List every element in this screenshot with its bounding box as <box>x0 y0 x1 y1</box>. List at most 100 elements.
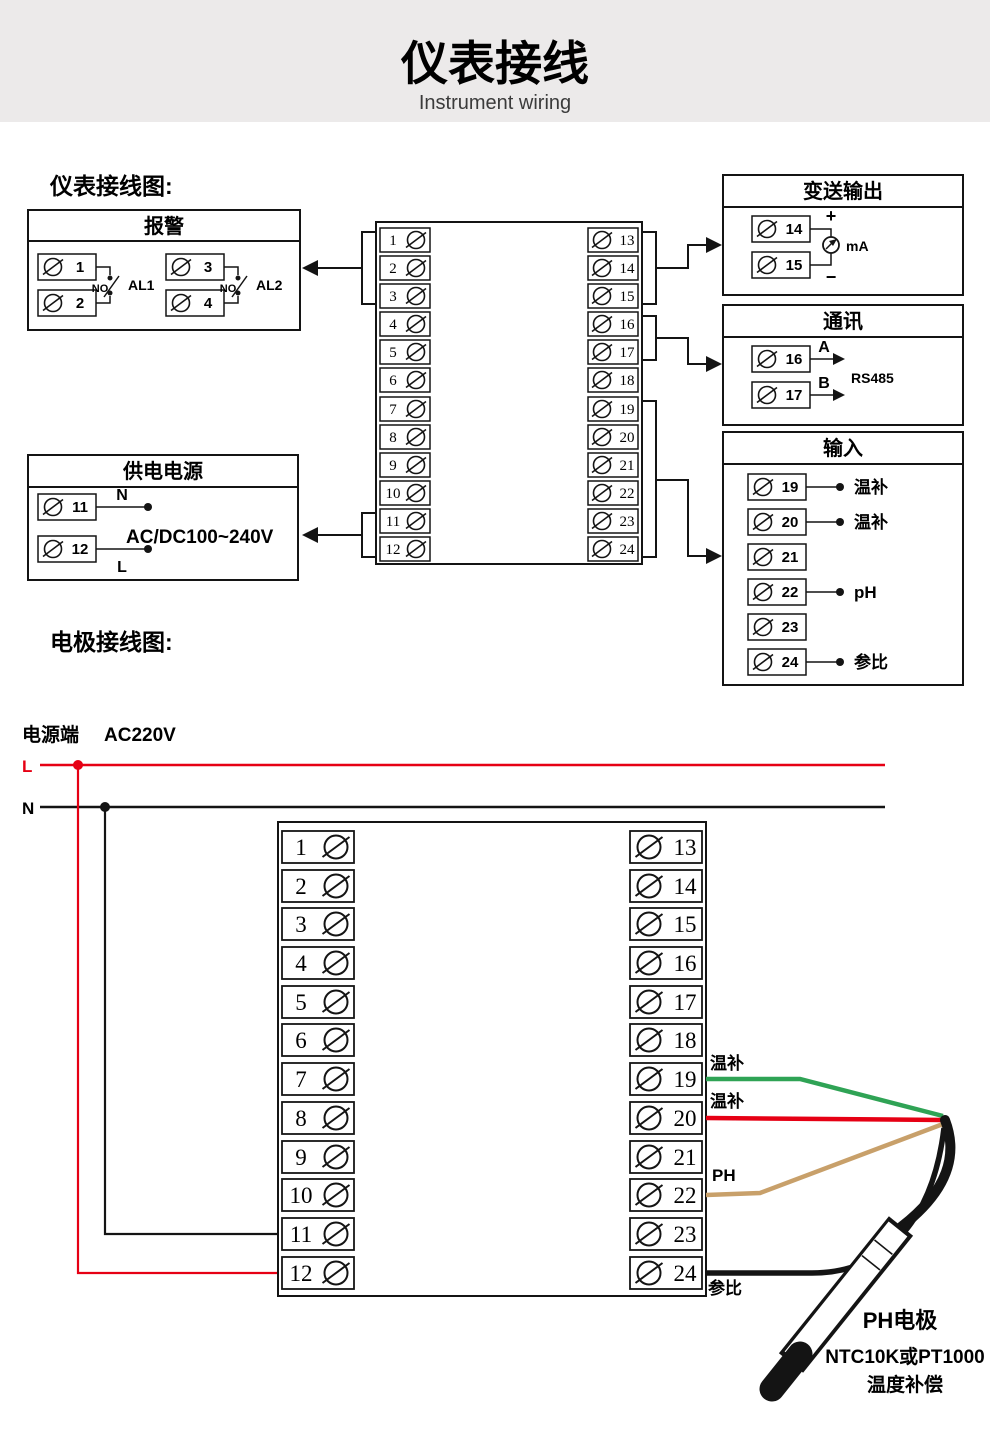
terminal-number: 1 <box>389 233 397 249</box>
wire-ph <box>705 1121 944 1198</box>
screw-icon <box>752 512 774 532</box>
screw-icon <box>591 230 613 250</box>
live-l-label: L <box>22 757 32 776</box>
terminal-number: 1 <box>295 835 307 860</box>
big-terminal-block: 1 2 3 4 5 6 7 8 9 10 11 12 13 14 15 16 1… <box>277 821 707 1297</box>
neutral-label: N <box>116 487 128 504</box>
electrode-body <box>784 1221 908 1367</box>
screw-icon <box>634 1027 664 1053</box>
voltage-label: AC/DC100~240V <box>126 527 274 548</box>
terminal-number: 17 <box>786 387 803 404</box>
input-label: 温补 <box>854 477 888 497</box>
terminal <box>587 339 639 365</box>
bracket-power <box>361 512 376 558</box>
neutral-wire <box>103 807 281 1236</box>
screw-icon <box>591 511 613 531</box>
terminal-number: 23 <box>620 514 635 530</box>
connection-arrows <box>302 231 722 564</box>
bracket-comm <box>642 315 657 361</box>
input-box: 输入 19 温补 20 温补 21 22 pH 23 24 参比 <box>722 431 964 686</box>
center-terminal-block: 1 2 3 4 5 6 7 8 9 10 11 12 13 14 15 16 1… <box>375 221 643 565</box>
live-label: L <box>117 559 127 576</box>
terminal-number: 18 <box>674 1028 697 1053</box>
live-wire <box>76 765 281 1275</box>
arrow-to-comm <box>706 356 722 372</box>
terminal-number: 24 <box>674 1261 698 1286</box>
terminal-number: 14 <box>786 221 803 238</box>
screw-icon <box>752 582 774 602</box>
terminal-number: 16 <box>620 317 636 333</box>
terminal-number: 5 <box>389 345 397 361</box>
screw-icon <box>591 342 613 362</box>
minus-label: − <box>826 267 837 287</box>
no-label: NO <box>92 283 109 295</box>
section-label-instrument: 仪表接线图: <box>49 173 173 199</box>
terminal-number: 8 <box>295 1106 307 1131</box>
terminal-number: 4 <box>204 295 213 312</box>
page-title: 仪表接线 <box>400 37 589 90</box>
arrow-a <box>833 353 845 365</box>
screw-icon <box>591 258 613 278</box>
screw-icon <box>405 539 427 559</box>
screw-icon <box>752 477 774 497</box>
terminal-number: 12 <box>72 541 89 558</box>
screw-icon <box>634 1105 664 1131</box>
terminal-number: 7 <box>295 1067 307 1092</box>
screw-icon <box>591 314 613 334</box>
terminal-number: 13 <box>620 233 635 249</box>
power-box: 供电电源 11 N 12 L AC/DC100~240V <box>27 454 299 581</box>
terminal-number: 17 <box>620 345 636 361</box>
terminal-number: 21 <box>782 549 799 566</box>
screw-icon <box>405 230 427 250</box>
screw-icon <box>405 455 427 475</box>
terminal-number: 10 <box>290 1183 313 1208</box>
power-box-title: 供电电源 <box>122 459 203 483</box>
screw-icon <box>756 385 778 405</box>
terminal-number: 3 <box>389 289 397 305</box>
screw-icon <box>591 399 613 419</box>
arrow-to-transmit <box>706 237 722 253</box>
screw-icon <box>752 547 774 567</box>
electrode-note-2: 温度补偿 <box>867 1373 943 1396</box>
screw-icon <box>634 1260 664 1286</box>
header: 仪表接线 Instrument wiring <box>0 0 990 122</box>
electrode-note-1: NTC10K或PT1000 <box>825 1345 984 1368</box>
wire-reference <box>706 1127 947 1276</box>
terminal-number: 16 <box>786 351 803 368</box>
terminal <box>587 508 639 534</box>
electrode-cable <box>896 1115 956 1232</box>
screw-icon <box>756 349 778 369</box>
screw-icon <box>170 293 192 313</box>
screw-icon <box>591 539 613 559</box>
screw-icon <box>42 293 64 313</box>
terminal-number: 4 <box>389 317 397 333</box>
terminal-number: 22 <box>674 1183 697 1208</box>
screw-icon <box>321 1027 351 1053</box>
terminal-number: 9 <box>389 458 397 474</box>
screw-icon <box>321 1260 351 1286</box>
terminal-number: 2 <box>76 295 84 312</box>
terminal-number: 20 <box>620 430 635 446</box>
screw-icon <box>405 314 427 334</box>
line-b-label: B <box>818 375 830 392</box>
terminal-number: 24 <box>620 542 636 558</box>
screw-icon <box>756 219 778 239</box>
terminal-number: 14 <box>674 874 698 899</box>
screw-icon <box>405 370 427 390</box>
alarm-box: 报警 1 2 NO AL1 3 4 NO AL2 <box>27 209 301 331</box>
wire-label-reference: 参比 <box>708 1278 742 1298</box>
screw-icon <box>321 873 351 899</box>
terminal-number: 4 <box>295 951 307 976</box>
bracket-transmit <box>642 231 657 305</box>
screw-icon <box>321 911 351 937</box>
page-subtitle: Instrument wiring <box>419 92 571 114</box>
line-a-label: A <box>818 339 830 356</box>
screw-icon <box>634 834 664 860</box>
screw-icon <box>321 950 351 976</box>
terminal-number: 20 <box>674 1106 697 1131</box>
terminal-number: 2 <box>389 261 397 277</box>
ma-label: mA <box>846 238 869 254</box>
wire-temp-comp-2 <box>705 1115 944 1123</box>
bracket-alarm <box>361 231 376 305</box>
